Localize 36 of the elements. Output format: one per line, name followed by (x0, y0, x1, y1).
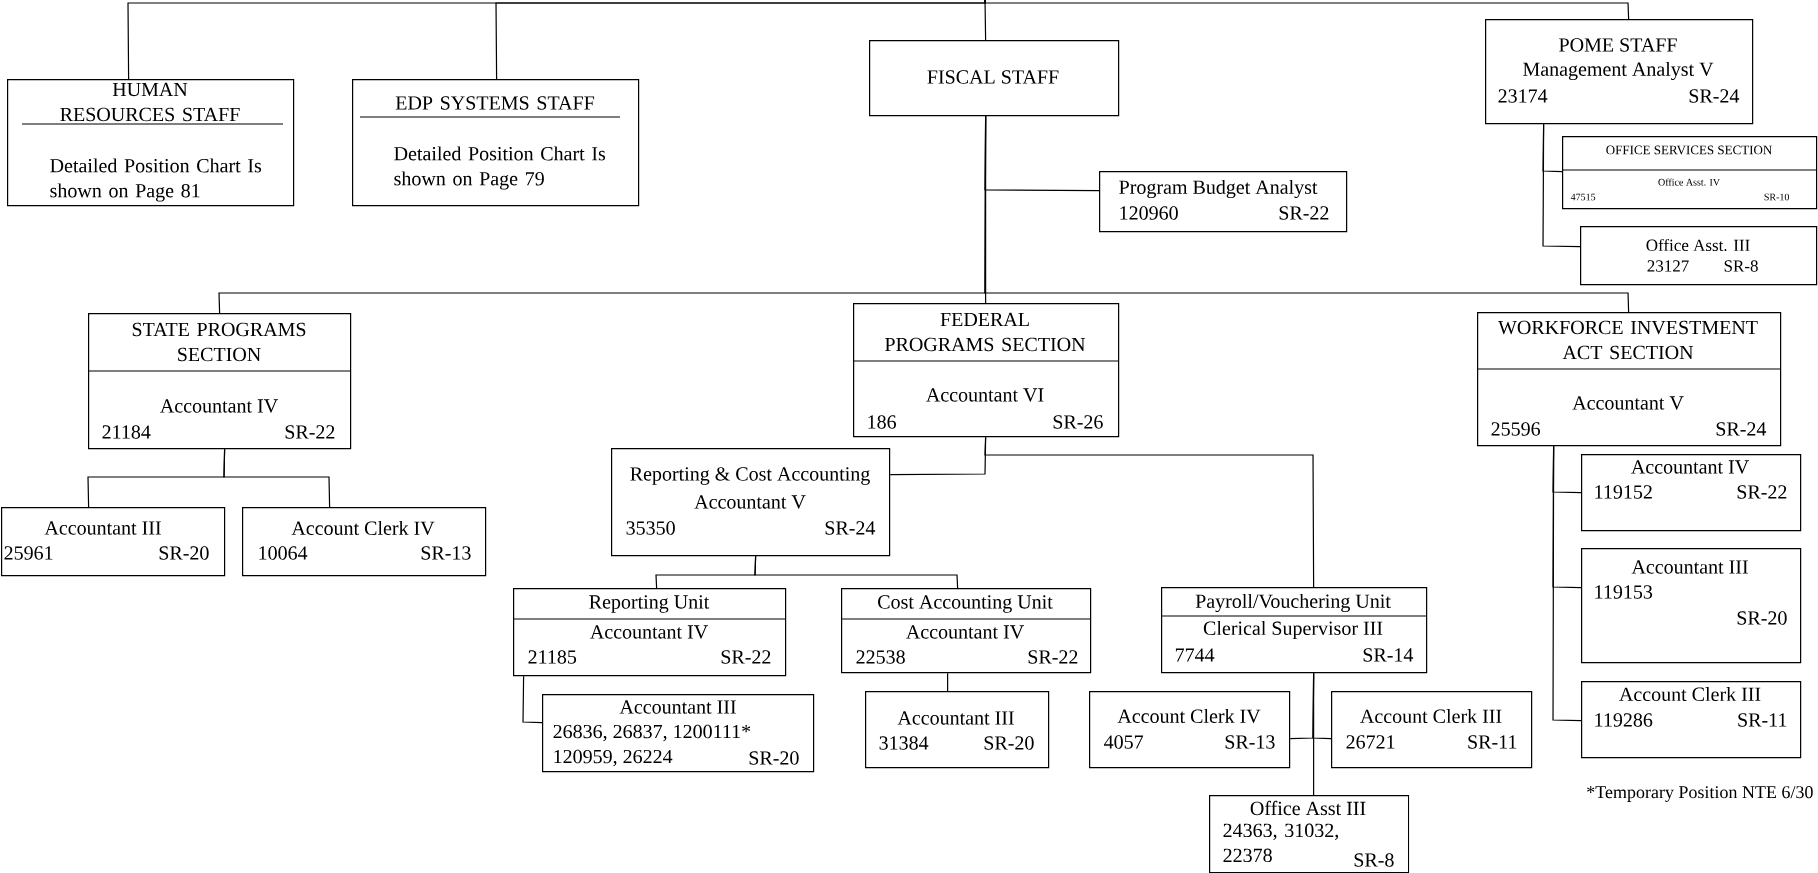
position-box: OFFICE SERVICES SECTION Office Asst. IV 47515 SR-10 (1561, 136, 1818, 210)
connector-line (1313, 672, 1315, 796)
connector-line (984, 436, 1315, 588)
position-box: Office Asst. III 23127 SR-8 (1580, 226, 1818, 286)
position-box: EDP SYSTEMS STAFF Detailed Position Chart Is shown on Page 79 (352, 79, 640, 207)
position-box: Reporting Unit Accountant IV 21185 SR-22 (512, 588, 787, 677)
position-box: WORKFORCE INVESTMENT ACT SECTION Accountant V 25596 SR-24 (1476, 312, 1782, 447)
connector-line (522, 675, 543, 724)
position-box: FEDERAL PROGRAMS SECTION Accountant VI 186 SR-26 (852, 303, 1120, 438)
position-box: Account Clerk IV 10064 SR-13 (242, 507, 487, 577)
connector-line (984, 0, 1630, 20)
connector-line (495, 0, 986, 80)
position-box: Accountant III 31384 SR-20 (865, 691, 1050, 769)
position-box: HUMAN RESOURCES STAFF Detailed Position Chart Is shown on Page 81 (7, 79, 295, 207)
connector-line (947, 672, 949, 692)
connector-line (1542, 123, 1581, 248)
position-box: Account Clerk IV 4057 SR-13 (1089, 691, 1291, 769)
connector-line (1552, 445, 1582, 722)
position-box: Account Clerk III 26721 SR-11 (1331, 691, 1533, 769)
position-box: Payroll/Vouchering Unit Clerical Supervisor III 7744 SR-14 (1160, 587, 1428, 674)
connector-line (754, 555, 959, 589)
footnote: *Temporary Position NTE 6/30 (1587, 786, 1813, 802)
position-box: Reporting & Cost Accounting Accountant V 35350 SR-24 (611, 448, 891, 557)
position-box: Accountant III 25961 SR-20 (1, 507, 226, 577)
connector-line (984, 115, 1630, 313)
position-box: Accountant III 26836, 26837, 1200111* 120959, 26224 SR-20 (542, 694, 815, 773)
position-box: Account Clerk III 119286 SR-11 (1581, 681, 1802, 759)
position-box: Accountant III 119153 SR-20 (1581, 548, 1802, 664)
position-box: Office Asst III 24363, 31032, 22378 SR-8 (1209, 795, 1410, 873)
connector-line (223, 448, 331, 508)
position-box: Cost Accounting Unit Accountant IV 22538 SR-22 (840, 588, 1092, 674)
position-box: POME STAFF Management Analyst V 23174 SR-24 (1485, 19, 1754, 125)
position-box: Program Budget Analyst 120960 SR-22 (1099, 171, 1348, 233)
position-box: FISCAL STAFF (869, 40, 1120, 117)
position-box: Accountant IV 119152 SR-22 (1581, 454, 1802, 532)
position-box: STATE PROGRAMS SECTION Accountant IV 21184 SR-22 (87, 313, 352, 450)
